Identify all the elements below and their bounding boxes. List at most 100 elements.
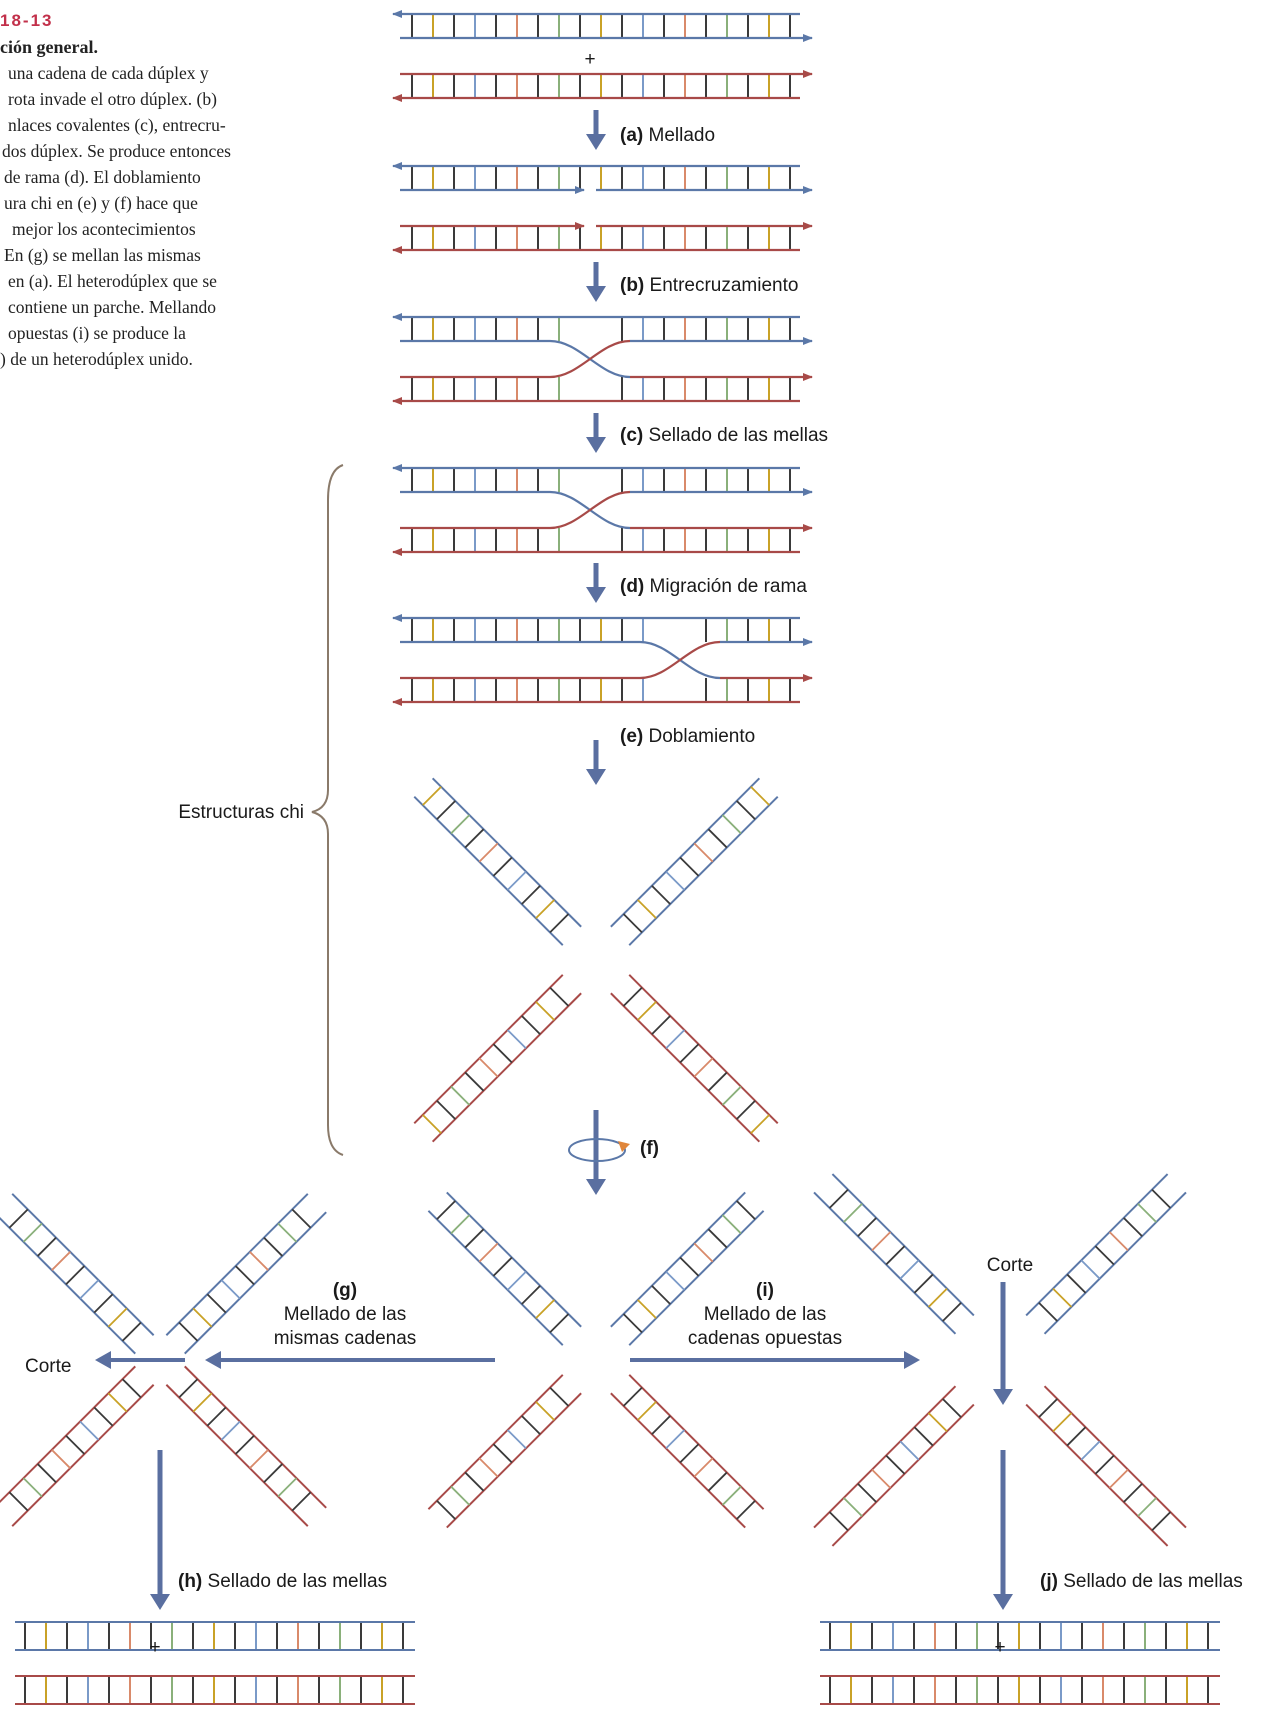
base-pair-rung xyxy=(464,1228,485,1249)
strand xyxy=(413,795,564,946)
strand xyxy=(610,992,761,1143)
base-pair-rung xyxy=(22,1477,43,1498)
arrow-layer xyxy=(95,110,1013,1610)
base-pair-rung xyxy=(235,1265,255,1285)
strand xyxy=(184,1211,327,1355)
base-pair-rung xyxy=(750,786,770,806)
base-pair-rung xyxy=(549,913,570,934)
step-g-line1: Mellado de las xyxy=(284,1304,407,1325)
chi-structure-e xyxy=(413,777,779,1143)
base-pair-rung xyxy=(506,1029,527,1050)
base-pair-rung xyxy=(535,1001,555,1021)
dna-layer xyxy=(0,10,1220,1705)
chi-structure-f xyxy=(427,1191,765,1529)
base-pair-rung xyxy=(885,1454,906,1475)
strand xyxy=(813,1191,957,1335)
step-b-letter: (b) xyxy=(620,275,644,296)
strand xyxy=(610,1392,746,1529)
base-pair-rung xyxy=(1123,1483,1143,1503)
base-pair-rung xyxy=(857,1217,877,1237)
strand xyxy=(427,1374,564,1510)
base-pair-rung xyxy=(37,1463,57,1483)
base-pair-rung xyxy=(436,1100,456,1120)
base-pair-rung xyxy=(436,1500,456,1520)
base-pair-rung xyxy=(1052,1287,1073,1308)
base-pair-rung xyxy=(885,1245,906,1266)
crossing-strand xyxy=(400,339,631,379)
cut-right-label: Corte xyxy=(987,1255,1033,1276)
base-pair-rung xyxy=(1052,1412,1073,1433)
step-d-text: Migración de rama xyxy=(650,576,808,597)
base-pair-rung xyxy=(436,800,456,820)
base-pair-rung xyxy=(206,1293,227,1314)
base-pair-rung xyxy=(1151,1188,1172,1209)
strand xyxy=(184,1365,327,1509)
chi-structure-i xyxy=(813,1173,1187,1547)
base-pair-rung xyxy=(277,1222,298,1243)
base-pair-rung xyxy=(1137,1203,1157,1223)
strand xyxy=(628,974,779,1125)
base-pair-rung xyxy=(1137,1497,1157,1517)
step-j-label: (j) Sellado de las mellas xyxy=(1040,1571,1243,1592)
caption-line: opuestas (i) se produce la xyxy=(8,323,186,343)
arrow-down-head xyxy=(150,1594,170,1610)
base-pair-rung xyxy=(622,913,643,934)
figure-caption: 18-13 ción general. una cadena de cada d… xyxy=(0,8,330,372)
strand-exchange xyxy=(392,464,813,556)
base-pair-rung xyxy=(79,1420,100,1441)
base-pair-rung xyxy=(79,1279,100,1300)
base-pair-rung xyxy=(665,870,686,891)
caption-line: rota invade el otro dúplex. (b) xyxy=(8,89,217,109)
strand xyxy=(1043,1191,1187,1335)
base-pair-rung xyxy=(506,870,527,891)
strand xyxy=(431,992,582,1143)
step-a-letter: (a) xyxy=(620,125,643,146)
base-pair-rung xyxy=(535,1299,555,1319)
caption-line: dos dúplex. Se produce entonces xyxy=(2,141,231,161)
strand-exchange xyxy=(392,313,813,405)
arrow-down-head xyxy=(586,1179,606,1195)
base-pair-rung xyxy=(1094,1454,1115,1475)
arrow-left-head xyxy=(205,1351,221,1369)
base-pair-rung xyxy=(622,1386,643,1407)
base-pair-rung xyxy=(651,885,671,905)
base-pair-rung xyxy=(220,1420,241,1441)
base-pair-rung xyxy=(492,1256,513,1277)
base-pair-rung xyxy=(693,1242,714,1263)
product-duplex-j xyxy=(820,1621,1220,1705)
base-pair-rung xyxy=(707,1471,728,1492)
strand xyxy=(11,1384,155,1527)
caption-line: de rama (d). El doblamiento xyxy=(4,167,201,187)
base-pair-rung xyxy=(121,1378,142,1399)
step-b-text: Entrecruzamiento xyxy=(650,275,799,296)
caption-title: ción general. xyxy=(0,37,98,57)
step-h-letter: (h) xyxy=(178,1571,202,1592)
base-pair-rung xyxy=(1123,1217,1143,1237)
arrow-down-head xyxy=(586,587,606,603)
base-pair-rung xyxy=(871,1468,892,1489)
base-pair-rung xyxy=(450,1214,471,1235)
base-pair-rung xyxy=(1094,1245,1115,1266)
step-i-line2: cadenas opuestas xyxy=(688,1328,842,1349)
base-pair-rung xyxy=(1038,1398,1058,1418)
base-pair-rung xyxy=(679,1443,700,1464)
strand xyxy=(413,974,564,1125)
strand xyxy=(610,777,761,928)
base-pair-rung xyxy=(1108,1468,1129,1489)
base-pair-rung xyxy=(506,1270,527,1291)
arrow-down-head xyxy=(993,1594,1013,1610)
arrow-down-head xyxy=(993,1389,1013,1405)
step-g-line2: mismas cadenas xyxy=(274,1328,417,1349)
caption-line: mejor los acontecimientos xyxy=(12,219,196,239)
crossing-strand xyxy=(400,490,631,530)
caption-line: ura chi en (e) y (f) hace que xyxy=(4,193,198,213)
base-pair-rung xyxy=(750,1114,770,1134)
base-pair-rung xyxy=(828,1511,849,1532)
plus-sign: + xyxy=(994,1637,1005,1658)
arrow-down-head xyxy=(586,437,606,453)
base-pair-rung xyxy=(622,986,643,1007)
step-e-label: (e) Doblamiento xyxy=(620,726,755,747)
base-pair-rung xyxy=(707,828,728,849)
caption-line: en (a). El heterodúplex que se xyxy=(8,271,217,291)
